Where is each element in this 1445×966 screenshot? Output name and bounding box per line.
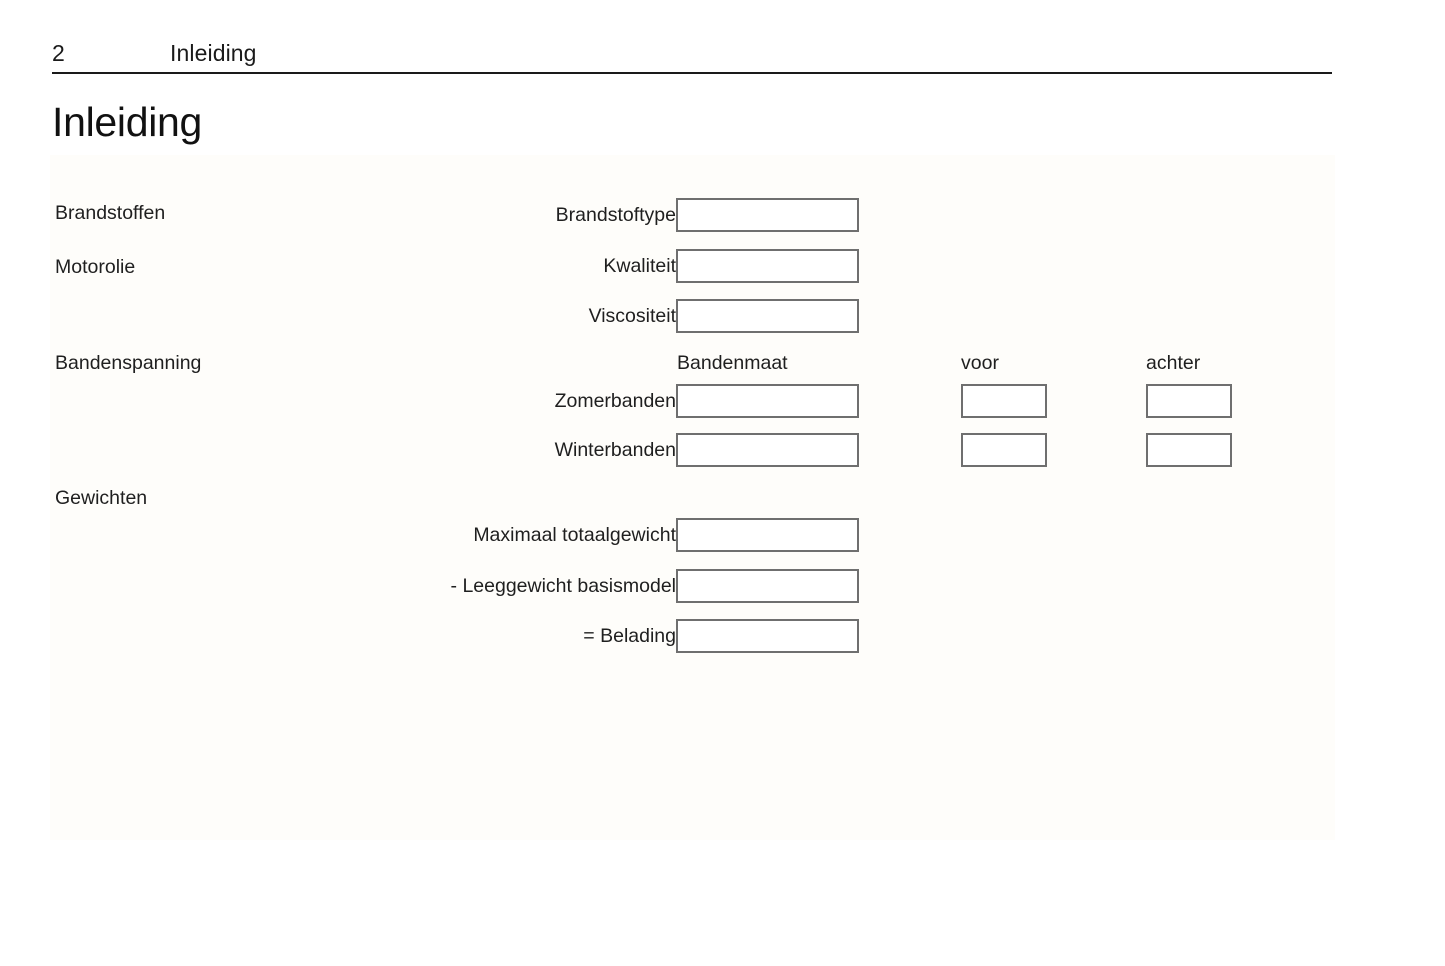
- field-label-maximaal-totaalgewicht: Maximaal totaalgewicht: [473, 524, 676, 546]
- table-row-winterbanden: Winterbanden: [0, 433, 1233, 467]
- field-row-kwaliteit: Kwaliteit: [0, 249, 859, 283]
- section-label-motorolie: Motorolie: [55, 256, 136, 278]
- input-viscositeit[interactable]: [676, 299, 859, 333]
- column-header-bandenmaat: Bandenmaat: [677, 352, 788, 374]
- field-label-belading: = Belading: [583, 625, 676, 647]
- input-brandstoftype[interactable]: [676, 198, 859, 232]
- input-zomerbanden-voor[interactable]: [961, 384, 1047, 418]
- section-label-gewichten: Gewichten: [55, 487, 148, 509]
- field-row-maximaal-totaalgewicht: Maximaal totaalgewicht: [0, 518, 859, 552]
- field-label-leeggewicht-basismodel: - Leeggewicht basismodel: [450, 575, 676, 597]
- header-divider: [52, 72, 1332, 74]
- field-label-kwaliteit: Kwaliteit: [603, 255, 676, 277]
- page-number: 2: [52, 40, 65, 66]
- field-label-brandstoftype: Brandstoftype: [555, 204, 676, 226]
- column-header-voor: voor: [961, 352, 999, 374]
- input-kwaliteit[interactable]: [676, 249, 859, 283]
- page-header: 2 Inleiding: [52, 38, 1332, 74]
- field-label-zomerbanden: Zomerbanden: [554, 390, 676, 412]
- table-row-zomerbanden: Zomerbanden: [0, 384, 1233, 418]
- field-label-viscositeit: Viscositeit: [588, 305, 676, 327]
- running-title: Inleiding: [170, 40, 257, 66]
- section-label-brandstoffen: Brandstoffen: [55, 202, 166, 224]
- input-winterbanden-bandenmaat[interactable]: [676, 433, 859, 467]
- input-belading[interactable]: [676, 619, 859, 653]
- input-winterbanden-achter[interactable]: [1146, 433, 1232, 467]
- field-row-viscositeit: Viscositeit: [0, 299, 859, 333]
- field-label-winterbanden: Winterbanden: [554, 439, 676, 461]
- column-header-achter: achter: [1146, 352, 1201, 374]
- page-title: Inleiding: [52, 99, 203, 145]
- input-zomerbanden-achter[interactable]: [1146, 384, 1232, 418]
- field-row-belading: = Belading: [0, 619, 859, 653]
- input-leeggewicht-basismodel[interactable]: [676, 569, 859, 603]
- field-row-brandstoftype: Brandstoftype: [0, 198, 859, 232]
- section-label-bandenspanning: Bandenspanning: [55, 352, 202, 374]
- input-winterbanden-voor[interactable]: [961, 433, 1047, 467]
- field-row-leeggewicht-basismodel: - Leeggewicht basismodel: [0, 569, 859, 603]
- input-zomerbanden-bandenmaat[interactable]: [676, 384, 859, 418]
- input-maximaal-totaalgewicht[interactable]: [676, 518, 859, 552]
